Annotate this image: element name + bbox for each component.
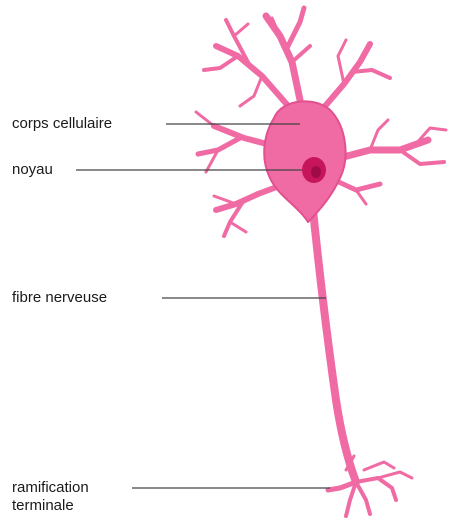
nucleus-label: noyau [12, 161, 53, 179]
terminal-label-line1: ramification [12, 479, 89, 497]
cell-body-label: corps cellulaire [12, 115, 112, 133]
dendrites [196, 8, 446, 516]
terminal-branching-label: ramification terminale [12, 479, 89, 515]
neuron [196, 8, 446, 516]
nucleolus-shape [311, 166, 321, 178]
terminal-label-line2: terminale [12, 497, 89, 515]
nerve-fiber-label: fibre nerveuse [12, 289, 107, 307]
